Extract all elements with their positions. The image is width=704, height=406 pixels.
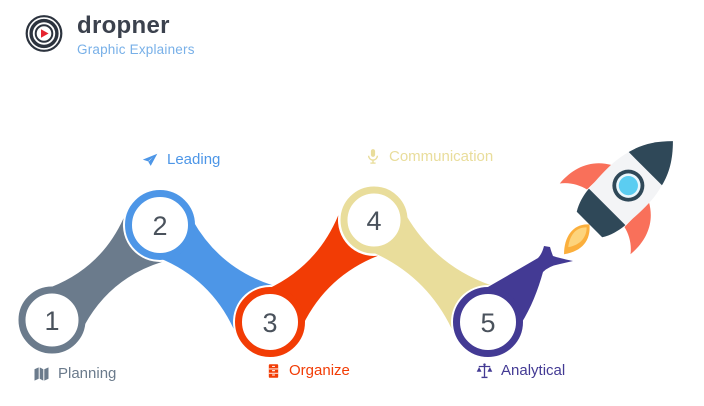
brand-name: dropner <box>77 12 170 39</box>
step-circle-4 <box>340 186 408 254</box>
step-label-text: Organize <box>289 362 350 379</box>
rocket-fin-right <box>624 201 651 255</box>
rocket-trail <box>484 246 573 324</box>
step-label-text: Analytical <box>501 362 566 379</box>
rocket-illustration <box>559 141 673 255</box>
rocket-window-glass <box>618 176 638 196</box>
step-label-leading: Leading <box>141 151 220 168</box>
play-icon <box>41 29 49 38</box>
rocket-nose <box>628 141 673 186</box>
step-label-planning: Planning <box>33 365 116 382</box>
scales-icon <box>476 362 493 378</box>
step-circle-2 <box>125 190 195 260</box>
step-number-5: 5 <box>480 308 495 338</box>
rocket-fin-left <box>559 163 613 190</box>
microphone-icon <box>367 149 379 164</box>
paper-plane-icon <box>142 153 158 166</box>
step-circle-3 <box>235 287 305 357</box>
brand-logo: dropner Graphic Explainers <box>24 13 195 57</box>
step-label-organize: Organize <box>266 362 350 379</box>
step-circle-1 <box>18 286 86 354</box>
dropner-logo-icon <box>25 15 63 52</box>
brand-text: dropner Graphic Explainers <box>77 12 195 58</box>
rocket-flame-inner <box>568 227 587 248</box>
step-number-1: 1 <box>44 306 59 336</box>
connector-step2-step3 <box>159 220 273 329</box>
step-label-text: Communication <box>389 148 494 165</box>
step-label-text: Planning <box>58 365 117 382</box>
step-circle-5 <box>453 287 523 357</box>
step-number-2: 2 <box>152 211 167 241</box>
connector-step1-step2 <box>51 218 163 325</box>
brand-tagline: Graphic Explainers <box>77 42 195 57</box>
connector-step4-step5 <box>373 215 491 329</box>
step-number-3: 3 <box>262 308 277 338</box>
step-label-communication: Communication <box>365 148 493 165</box>
rocket-tail <box>576 188 626 238</box>
step-label-text: Leading <box>167 151 221 168</box>
file-cabinet-icon <box>268 363 279 378</box>
step-number-4: 4 <box>366 206 381 236</box>
map-icon <box>34 366 49 381</box>
step-label-analytical: Analytical <box>476 362 565 379</box>
